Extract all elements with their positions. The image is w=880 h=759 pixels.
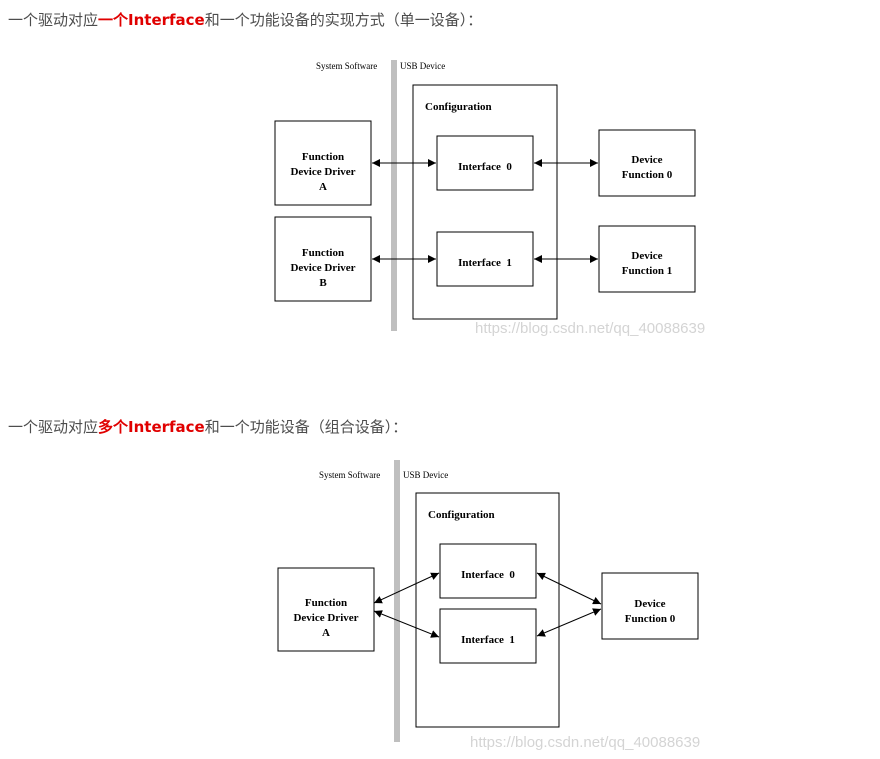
interface-1-box [436,231,534,287]
arrow-driver-a-interface-1 [373,610,440,638]
diagram-composite-device: System Software USB Device Configuration… [277,460,699,742]
heading-highlight: 多个Interface [98,418,205,436]
label-system-software: System Software [316,61,377,71]
interface-0-box [439,543,537,599]
device-function-0-line1: Device [631,154,662,166]
arrow-interface-1-function-0 [536,608,602,637]
driver-a-box [277,567,375,652]
driver-a-line2: Device Driver [290,166,355,178]
device-function-1-line2: Function 1 [622,265,672,277]
configuration-label: Configuration [425,101,492,113]
arrow-interface-0-function-0 [536,572,602,605]
driver-a-box [274,120,372,206]
interface-0-label: Interface 0 [458,161,512,173]
heading-composite-device: 一个驱动对应多个Interface和一个功能设备（组合设备）： [8,416,407,437]
heading-single-device: 一个驱动对应一个Interface和一个功能设备的实现方式（单一设备）： [8,9,482,30]
label-usb-device: USB Device [403,470,448,480]
driver-a-line3: A [322,627,330,639]
interface-1-label: Interface 1 [461,634,515,646]
device-function-1-box [598,225,696,293]
configuration-label: Configuration [428,509,495,521]
device-function-1-line1: Device [631,250,662,262]
heading-highlight: 一个Interface [98,11,205,29]
driver-b-line2: Device Driver [290,262,355,274]
driver-a-line1: Function [302,151,344,163]
heading-suffix: 和一个功能设备的实现方式（单一设备）： [204,11,483,29]
interface-1-box [439,608,537,664]
label-system-software: System Software [319,470,380,480]
device-function-0-line2: Function 0 [625,613,676,625]
heading-prefix: 一个驱动对应 [8,418,99,436]
driver-a-line3: A [319,181,327,193]
configuration-box [412,84,558,320]
driver-a-line1: Function [305,597,347,609]
separator-bar [391,60,397,331]
heading-suffix: 和一个功能设备（组合设备）： [204,418,408,436]
separator-bar [394,460,400,742]
device-function-0-line2: Function 0 [622,169,673,181]
device-function-0-box [601,572,699,640]
arrow-driver-a-interface-0 [373,572,440,604]
driver-a-line2: Device Driver [293,612,358,624]
driver-b-line1: Function [302,247,344,259]
watermark: https://blog.csdn.net/qq_40088639 [475,320,705,337]
device-function-0-box [598,129,696,197]
label-usb-device: USB Device [400,61,445,71]
interface-1-label: Interface 1 [458,257,512,269]
device-function-0-line1: Device [634,598,665,610]
watermark: https://blog.csdn.net/qq_40088639 [470,734,700,751]
interface-0-box [436,135,534,191]
heading-prefix: 一个驱动对应 [8,11,99,29]
driver-b-box [274,216,372,302]
diagram-single-device: System Software USB Device Configuration… [274,60,696,331]
interface-0-label: Interface 0 [461,569,515,581]
driver-b-line3: B [319,277,327,289]
